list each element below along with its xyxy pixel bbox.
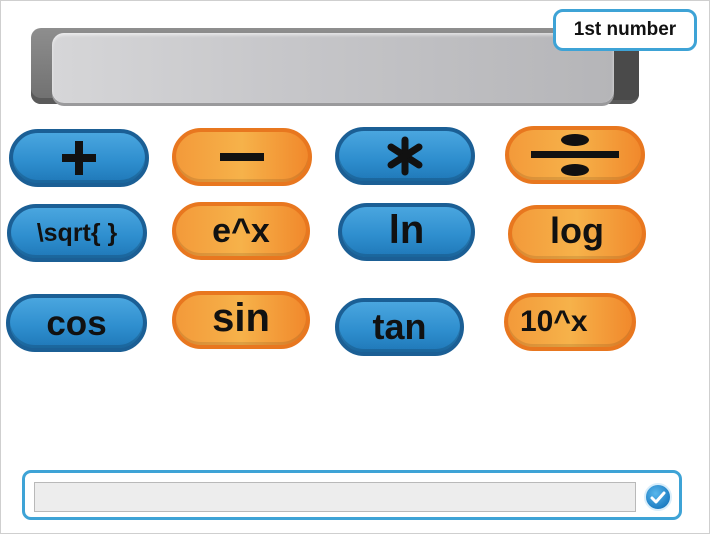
plus-icon (62, 141, 96, 175)
cos-button-label: cos (46, 303, 107, 343)
pow10-button-label: 10^x (520, 305, 588, 338)
multiply-button[interactable] (335, 127, 475, 185)
minus-icon (220, 153, 264, 161)
sqrt-button[interactable]: \sqrt{ } (7, 204, 147, 262)
tooltip: 1st number (553, 9, 697, 51)
tan-button[interactable]: tan (335, 298, 464, 356)
subtract-button[interactable] (172, 128, 312, 186)
add-button[interactable] (9, 129, 149, 187)
sin-button-label: sin (212, 296, 270, 340)
answer-input[interactable] (34, 482, 636, 512)
ln-button-label: ln (388, 208, 425, 252)
tan-button-label: tan (372, 306, 427, 347)
cos-button[interactable]: cos (6, 294, 147, 352)
divide-icon (531, 134, 619, 176)
exp-button-label: e^x (212, 212, 270, 250)
pow10-button[interactable]: 10^x (504, 293, 636, 351)
asterisk-icon (387, 136, 423, 176)
log-button[interactable]: log (508, 205, 646, 263)
submit-button[interactable] (644, 483, 672, 511)
display-screen (52, 33, 614, 103)
sin-button[interactable]: sin (172, 291, 310, 349)
ln-button[interactable]: ln (338, 203, 475, 261)
sqrt-button-label: \sqrt{ } (36, 218, 118, 247)
tooltip-text: 1st number (573, 19, 677, 40)
exp-button[interactable]: e^x (172, 202, 310, 260)
checkmark-icon (650, 491, 666, 504)
divide-button[interactable] (505, 126, 645, 184)
log-button-label: log (550, 210, 604, 251)
